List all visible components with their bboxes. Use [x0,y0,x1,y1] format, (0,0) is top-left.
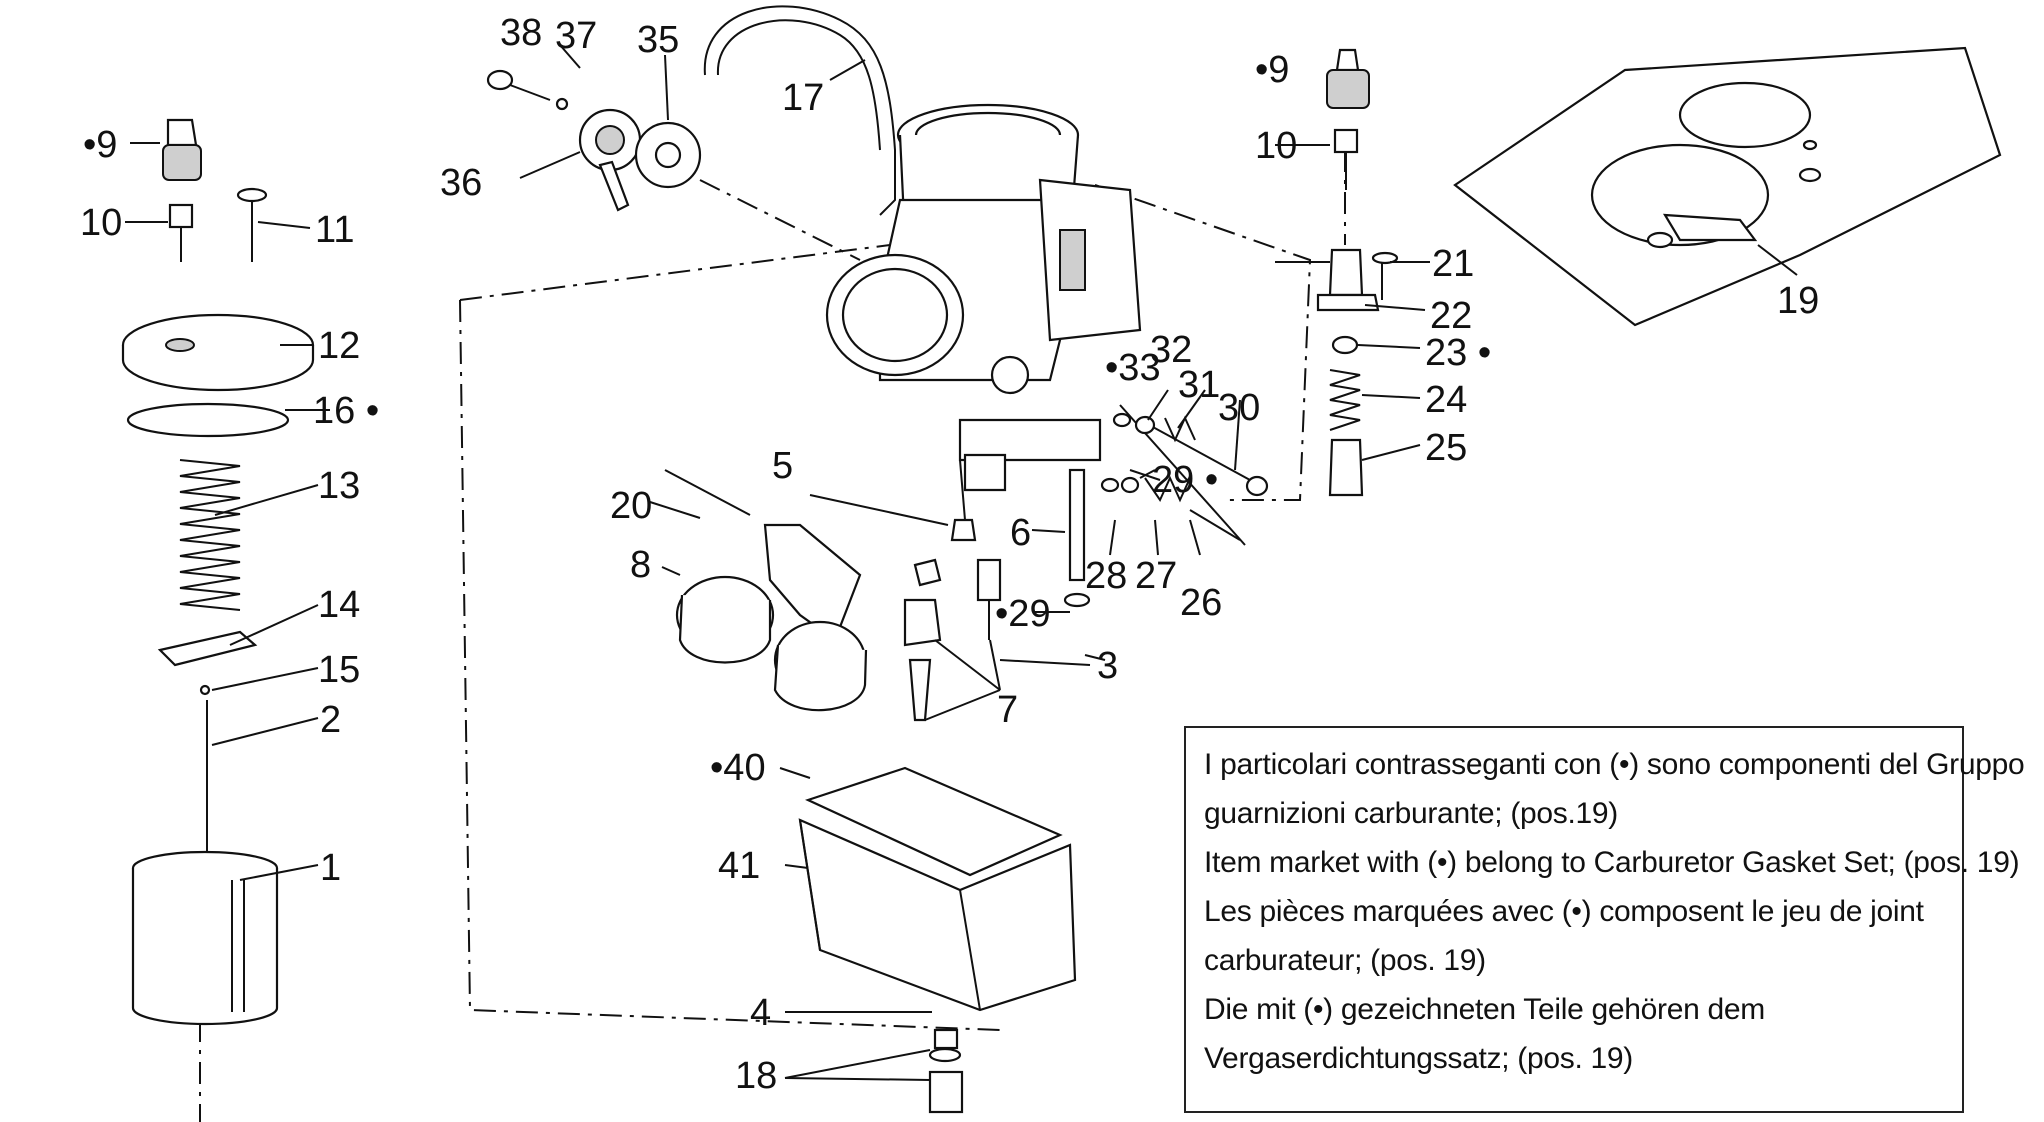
part-number-labels: •9 10 11 12 16 • 13 14 15 2 1 38 37 35 3… [80,12,1819,1097]
gasket-set-drawing [1453,46,2002,327]
label-23: 23 • [1425,332,1491,374]
carburetor-body-drawing [825,103,1142,492]
label-5: 5 [772,445,793,487]
choke-parts-drawing [486,69,702,212]
float-bowl-drawing [798,766,1077,1114]
label-17: 17 [782,77,824,119]
label-37: 37 [555,15,597,57]
label-36: 36 [440,162,482,204]
label-32: 32 [1150,329,1192,371]
gasket-set-note-box: I particolari contrasseganti con (•) son… [1184,726,2025,1113]
label-8: 8 [630,544,651,586]
label-38: 38 [500,12,542,54]
label-29-upper: 29 • [1152,459,1218,501]
label-14: 14 [318,584,360,626]
jets-and-screws-drawing [903,404,1269,722]
note-line: guarnizioni carburante; (pos.19) [1204,797,1618,830]
note-line: I particolari contrasseganti con (•) son… [1204,748,2025,781]
label-7: 7 [997,689,1018,731]
label-10-left: 10 [80,202,122,244]
note-line: Die mit (•) gezeichneten Teile gehören d… [1204,993,1765,1026]
label-3: 3 [1097,645,1118,687]
label-41: 41 [718,845,760,887]
label-9-right: •9 [1255,49,1289,91]
note-line: carburateur; (pos. 19) [1204,944,1486,977]
label-11: 11 [315,209,354,251]
label-15: 15 [318,649,360,691]
float-drawing [664,469,868,712]
assembly-guide-lines [199,150,1346,1122]
label-18: 18 [735,1055,777,1097]
label-9-left: •9 [83,124,117,166]
label-25: 25 [1425,427,1467,469]
label-1: 1 [320,847,341,889]
vent-tube-drawing [703,5,896,216]
label-40: •40 [710,747,766,789]
label-4: 4 [750,992,771,1034]
label-20: 20 [610,485,652,527]
label-12: 12 [318,325,360,367]
right-choke-assembly-drawing [1316,48,1399,497]
label-21: 21 [1432,243,1474,285]
label-2: 2 [320,699,341,741]
label-22: 22 [1430,295,1472,337]
label-28: 28 [1085,555,1127,597]
label-19: 19 [1777,280,1819,322]
note-line: Item market with (•) belong to Carbureto… [1204,846,2020,879]
label-33: •33 [1105,347,1161,389]
label-13: 13 [318,465,360,507]
slide-assembly-drawing [121,118,315,1026]
label-35: 35 [637,19,679,61]
label-29-lower: •29 [995,593,1051,635]
label-31: 31 [1178,364,1220,406]
note-line: Vergaserdichtungssatz; (pos. 19) [1204,1042,1633,1075]
label-27: 27 [1135,555,1177,597]
label-26: 26 [1180,582,1222,624]
label-16: 16 • [313,390,379,432]
label-6: 6 [1010,512,1031,554]
label-10-right: 10 [1255,125,1297,167]
note-line: Les pièces marquées avec (•) composent l… [1204,895,1924,928]
leader-lines [125,44,1798,1081]
label-30: 30 [1218,387,1260,429]
label-24: 24 [1425,379,1467,421]
